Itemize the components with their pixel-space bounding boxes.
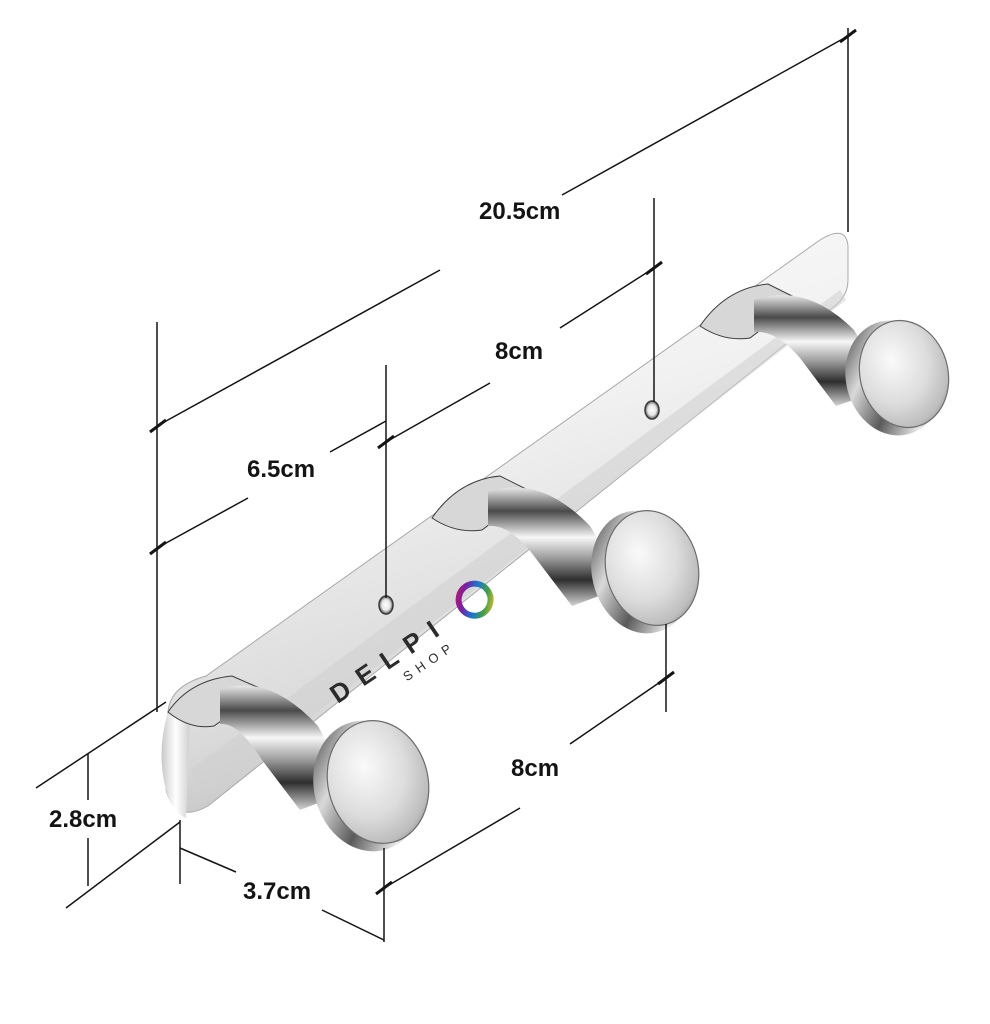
label-overall-length: 20.5cm (476, 198, 564, 226)
dim-edge-a (156, 497, 249, 549)
ext-line-height-bottom (65, 821, 181, 909)
label-edge-to-hole: 6.5cm (244, 456, 319, 484)
dim-depth-a (179, 847, 237, 873)
dim-hook-a (383, 807, 521, 889)
plate-shade-band (190, 290, 846, 800)
hook-left (167, 675, 430, 852)
dimension-ticks (149, 28, 857, 896)
dimension-lines (35, 28, 849, 942)
dim-edge-b (329, 420, 387, 453)
dim-overall-b (561, 35, 849, 196)
label-hole-spacing: 8cm (492, 338, 547, 366)
dim-overall-a (156, 269, 441, 427)
hook-middle (431, 475, 700, 634)
dim-hook-b (569, 677, 667, 745)
plate-left-end (161, 712, 190, 818)
hook-right (699, 283, 950, 436)
mounting-hole-left (378, 595, 394, 615)
ext-line-height-top (35, 701, 167, 789)
mounting-hole-right (644, 400, 660, 420)
hook-left-cap (326, 720, 430, 844)
label-hook-spacing: 8cm (508, 755, 563, 783)
dim-hole-b (559, 267, 655, 329)
logo-ring-icon (455, 580, 494, 619)
dim-depth-b (321, 909, 385, 941)
label-depth: 3.7cm (240, 878, 315, 906)
label-height: 2.8cm (46, 806, 121, 834)
dim-hole-a (385, 382, 491, 443)
hook-right-cap (858, 319, 950, 429)
hook-middle-stem (488, 487, 626, 606)
